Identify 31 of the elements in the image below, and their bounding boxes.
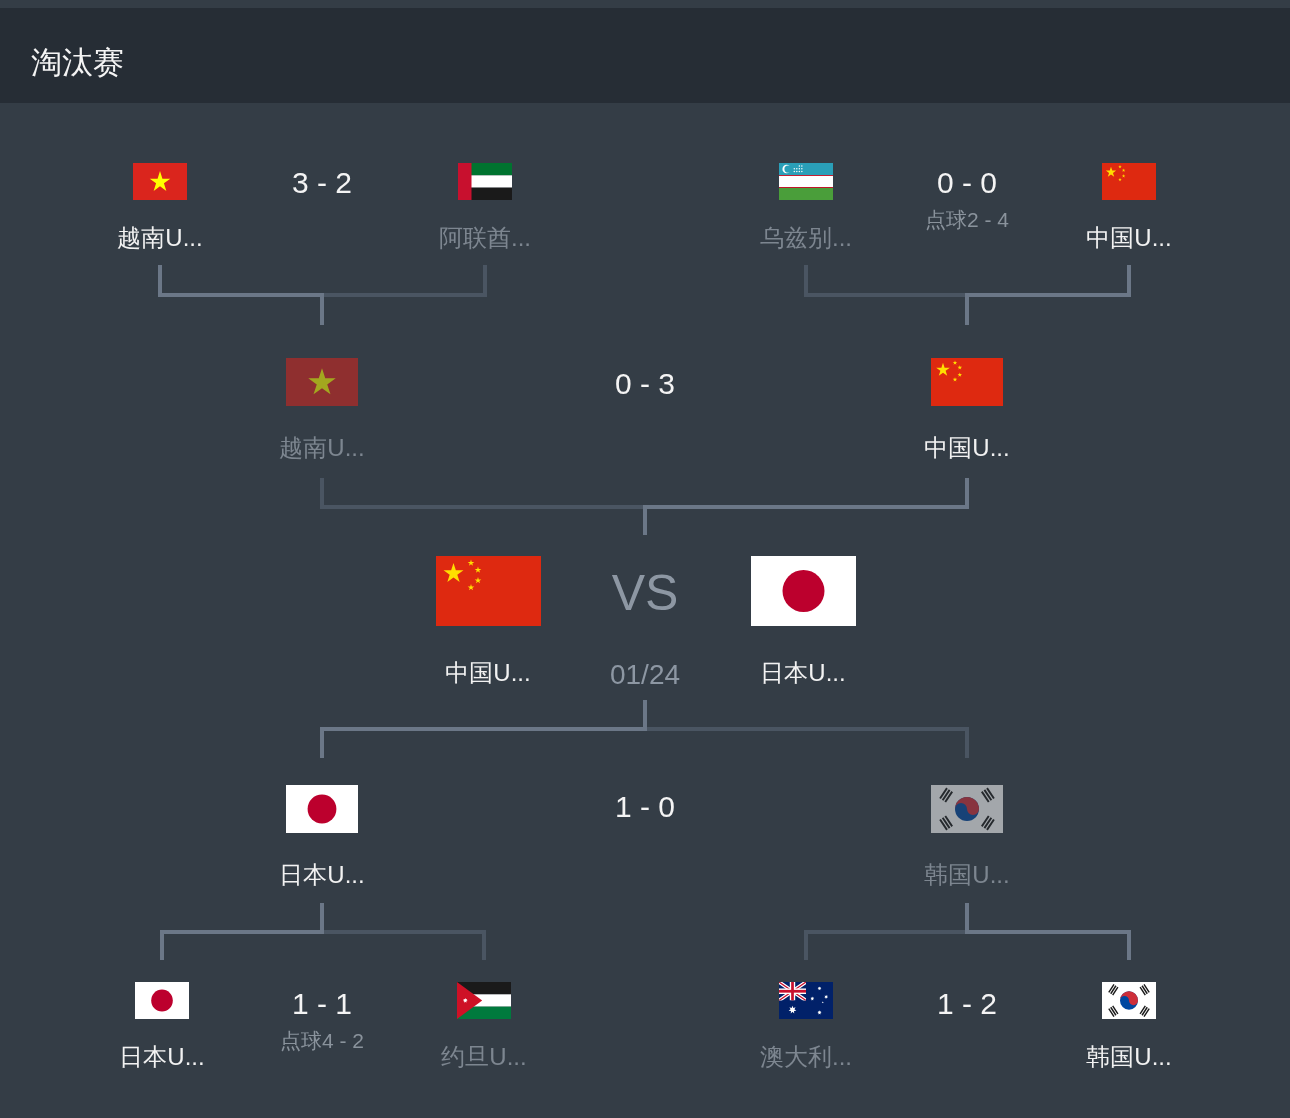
team-name: 日本U... xyxy=(119,1042,205,1072)
penalty-score: 点球2 - 4 xyxy=(925,206,1009,232)
team-name: 乌兹别... xyxy=(760,223,852,253)
team-name: 阿联酋... xyxy=(439,223,531,253)
match-score: 1 - 0 xyxy=(615,789,675,825)
team-name: 韩国U... xyxy=(1086,1042,1172,1072)
team-name: 约旦U... xyxy=(441,1042,527,1072)
bracket-line xyxy=(643,478,969,535)
team-name: 越南U... xyxy=(279,433,365,463)
match-score: 1 - 1 xyxy=(292,986,352,1022)
bracket-line xyxy=(965,903,1131,960)
match-score: 0 - 0 xyxy=(937,165,997,201)
bracket-line xyxy=(158,265,324,325)
bracket-line xyxy=(160,903,324,960)
bracket-line xyxy=(965,265,1131,325)
versus-text: VS xyxy=(611,564,679,623)
team-name: 日本U... xyxy=(279,860,365,890)
match-score: 1 - 2 xyxy=(937,986,997,1022)
team-name: 中国U... xyxy=(445,658,531,688)
team-name: 韩国U... xyxy=(924,860,1010,890)
team-name: 中国U... xyxy=(1086,223,1172,253)
penalty-score: 点球4 - 2 xyxy=(280,1027,364,1053)
match-score: 0 - 3 xyxy=(615,366,675,402)
team-name: 越南U... xyxy=(117,223,203,253)
team-name: 中国U... xyxy=(924,433,1010,463)
match-score: 3 - 2 xyxy=(292,165,352,201)
bracket-line xyxy=(320,700,647,758)
team-name: 日本U... xyxy=(760,658,846,688)
match-date: 01/24 xyxy=(609,658,681,692)
team-name: 澳大利... xyxy=(760,1042,852,1072)
page-title: 淘汰赛 xyxy=(31,45,124,81)
